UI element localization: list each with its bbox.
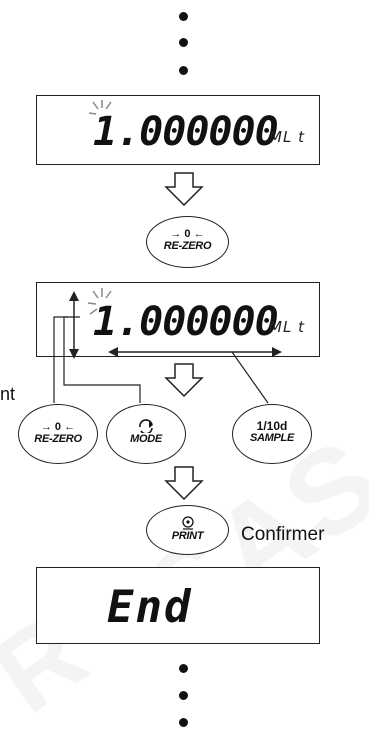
display-panel-3: End <box>36 567 320 644</box>
blink-indicator-icon <box>88 100 112 115</box>
rezero-label: RE-ZERO <box>163 240 212 252</box>
rezero-button[interactable]: → 0 ← RE-ZERO <box>146 216 229 268</box>
down-arrow-icon <box>164 172 204 206</box>
print-label: PRINT <box>171 530 204 542</box>
continuation-dot <box>179 38 188 47</box>
cut-off-caption: nt <box>0 384 16 404</box>
mode-label: MODE <box>130 433 162 445</box>
mode-button[interactable]: MODE <box>106 404 186 464</box>
print-icon <box>181 516 194 530</box>
display-value: 1.000000 <box>93 299 279 345</box>
display-panel-2: 1.000000 ML t <box>36 282 320 357</box>
rezero-label: RE-ZERO <box>34 433 82 445</box>
display-unit: ML t <box>269 318 305 336</box>
continuation-dot <box>179 12 188 21</box>
down-arrow-icon <box>164 363 204 397</box>
print-button[interactable]: PRINT <box>146 505 229 555</box>
sample-top-label: 1/10d <box>256 419 288 433</box>
display-end-text: End <box>107 582 193 633</box>
display-value: 1.000000 <box>93 109 279 155</box>
down-arrow-icon <box>164 466 204 500</box>
rezero-button[interactable]: → 0 ← RE-ZERO <box>18 404 98 464</box>
blink-indicator-icon <box>87 288 112 315</box>
confirm-caption: Confirmer <box>241 524 325 545</box>
display-panel-1: 1.000000 ML t <box>36 95 320 165</box>
connector-lines <box>53 291 282 404</box>
rezero-symbol: → 0 ← <box>170 228 205 240</box>
continuation-dot <box>179 664 188 673</box>
display-unit: ML t <box>269 128 305 146</box>
cycle-icon <box>139 419 153 433</box>
continuation-dot <box>179 66 188 75</box>
sample-button[interactable]: 1/10d SAMPLE <box>232 404 312 464</box>
continuation-dot <box>179 691 188 700</box>
sample-label: SAMPLE <box>249 432 295 444</box>
continuation-dot <box>179 718 188 727</box>
rezero-symbol: → 0 ← <box>40 421 76 433</box>
